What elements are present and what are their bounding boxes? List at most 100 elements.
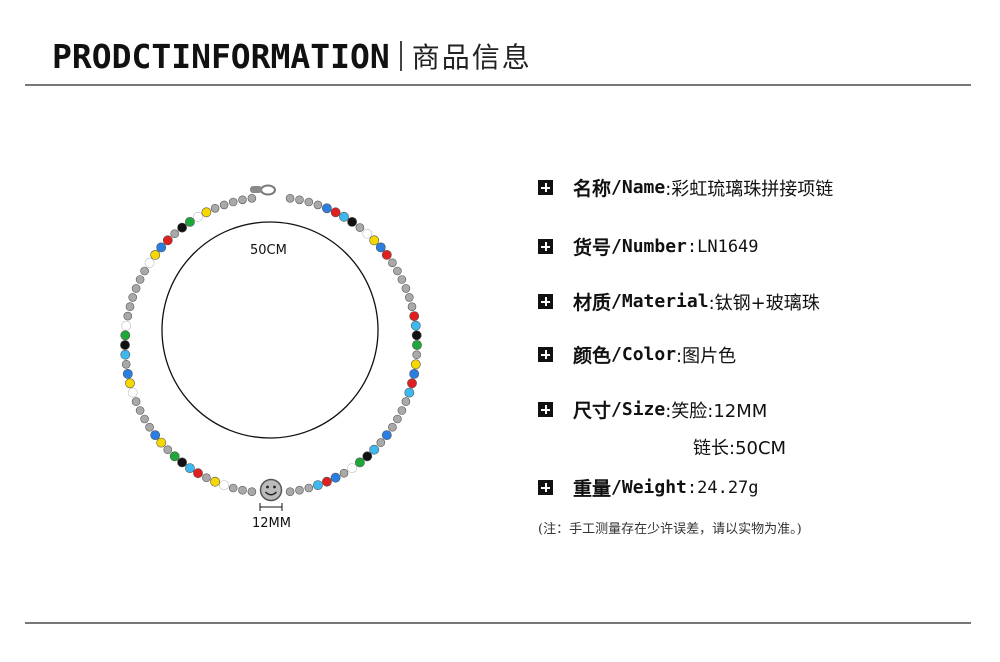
bead: [313, 200, 323, 210]
bead: [411, 330, 422, 341]
bead: [412, 350, 422, 359]
spec-value: :彩虹琉璃珠拼接项链: [665, 178, 834, 200]
bead: [312, 480, 323, 490]
bead: [156, 437, 167, 448]
bead: [304, 197, 314, 207]
bead: [238, 485, 247, 495]
top-rule: [25, 84, 971, 86]
spec-weight: 重量 /Weight :24.27g: [538, 474, 759, 501]
plus-box-icon: [538, 239, 553, 254]
bead: [177, 457, 187, 468]
bead: [247, 193, 257, 203]
size-circle: [161, 221, 379, 439]
spec-label-cn: 材质: [573, 292, 612, 314]
bead: [381, 250, 392, 260]
spec-label-en: /Number: [611, 236, 687, 257]
bead: [127, 387, 138, 398]
spec-size: 尺寸 /Size :笑脸:12MM: [538, 396, 767, 423]
bead: [339, 468, 349, 478]
plus-box-icon: [538, 480, 553, 495]
spec-value: :笑脸:12MM: [665, 400, 768, 422]
bead: [339, 211, 349, 222]
bead: [285, 193, 295, 203]
bead: [219, 200, 229, 210]
bead: [304, 483, 314, 493]
clasp: [250, 184, 276, 196]
bead: [362, 228, 373, 239]
bead: [170, 229, 179, 239]
spec-number: 货号 /Number :LN1649: [538, 233, 759, 260]
bead: [376, 438, 386, 447]
necklace-image: [120, 184, 422, 511]
bead: [131, 397, 141, 406]
bead: [131, 284, 141, 293]
bead: [120, 330, 131, 341]
pendant-size-label: 12MM: [252, 516, 291, 531]
bead: [125, 378, 135, 389]
spec-value: :LN1649: [686, 236, 759, 257]
spec-label-cn: 尺寸: [573, 400, 612, 422]
bead: [135, 406, 145, 415]
measurement-note: (注：手工测量存在少许误差，请以实物为准。): [538, 522, 802, 537]
bead: [120, 340, 130, 350]
bead: [321, 203, 332, 214]
bead: [144, 257, 155, 268]
bead: [145, 422, 154, 432]
bead: [120, 349, 131, 360]
bead: [409, 311, 420, 321]
bead: [202, 473, 211, 483]
bead: [410, 359, 421, 370]
bead: [185, 217, 195, 227]
spec-label-en: /Size: [611, 399, 666, 420]
bead: [228, 197, 238, 207]
spec-label-en: /Name: [611, 177, 666, 198]
spec-size-chain-length: 链长:50CM: [693, 438, 787, 459]
bead: [410, 320, 421, 331]
bead: [407, 378, 417, 389]
spec-name: 名称 /Name :彩虹琉璃珠拼接项链: [538, 174, 833, 201]
bead: [362, 451, 373, 462]
bead: [177, 222, 187, 233]
page-header: PRODCTINFORMATION 商品信息: [52, 34, 532, 78]
spec-value: :钛钢+玻璃珠: [708, 292, 820, 314]
spec-label-en: /Weight: [611, 477, 687, 498]
bead: [409, 368, 420, 379]
bead: [401, 397, 411, 406]
bottom-rule: [25, 622, 971, 624]
bead: [150, 250, 161, 260]
header-title-cn: 商品信息: [411, 41, 532, 74]
bead: [140, 266, 149, 276]
bead: [162, 235, 173, 246]
bead: [397, 406, 407, 415]
bead: [321, 476, 332, 487]
bead: [201, 207, 212, 218]
spec-value: :图片色: [676, 345, 737, 367]
bead: [163, 445, 173, 455]
bead: [330, 472, 341, 483]
bead: [393, 266, 402, 276]
plus-box-icon: [538, 347, 553, 362]
bead: [156, 242, 167, 253]
product-illustration: 50CM 12MM: [110, 170, 440, 540]
header-divider: [399, 41, 402, 71]
bead: [123, 311, 133, 321]
bead: [388, 258, 397, 268]
bead: [121, 320, 132, 331]
bead: [347, 463, 357, 473]
bead: [412, 340, 422, 350]
bead: [347, 217, 357, 227]
smiley-pendant: [259, 478, 283, 502]
spec-label-cn: 货号: [573, 237, 612, 259]
bead: [404, 387, 415, 398]
circle-size-label: 50CM: [250, 243, 287, 258]
bead: [238, 195, 247, 205]
bead: [219, 480, 229, 490]
bead: [375, 242, 386, 253]
spec-label-en: /Color: [611, 344, 677, 365]
bead: [393, 414, 402, 424]
bead: [185, 463, 195, 473]
spec-label-en: /Material: [611, 291, 709, 312]
bead: [369, 444, 380, 455]
plus-box-icon: [538, 402, 553, 417]
bead: [388, 422, 397, 432]
